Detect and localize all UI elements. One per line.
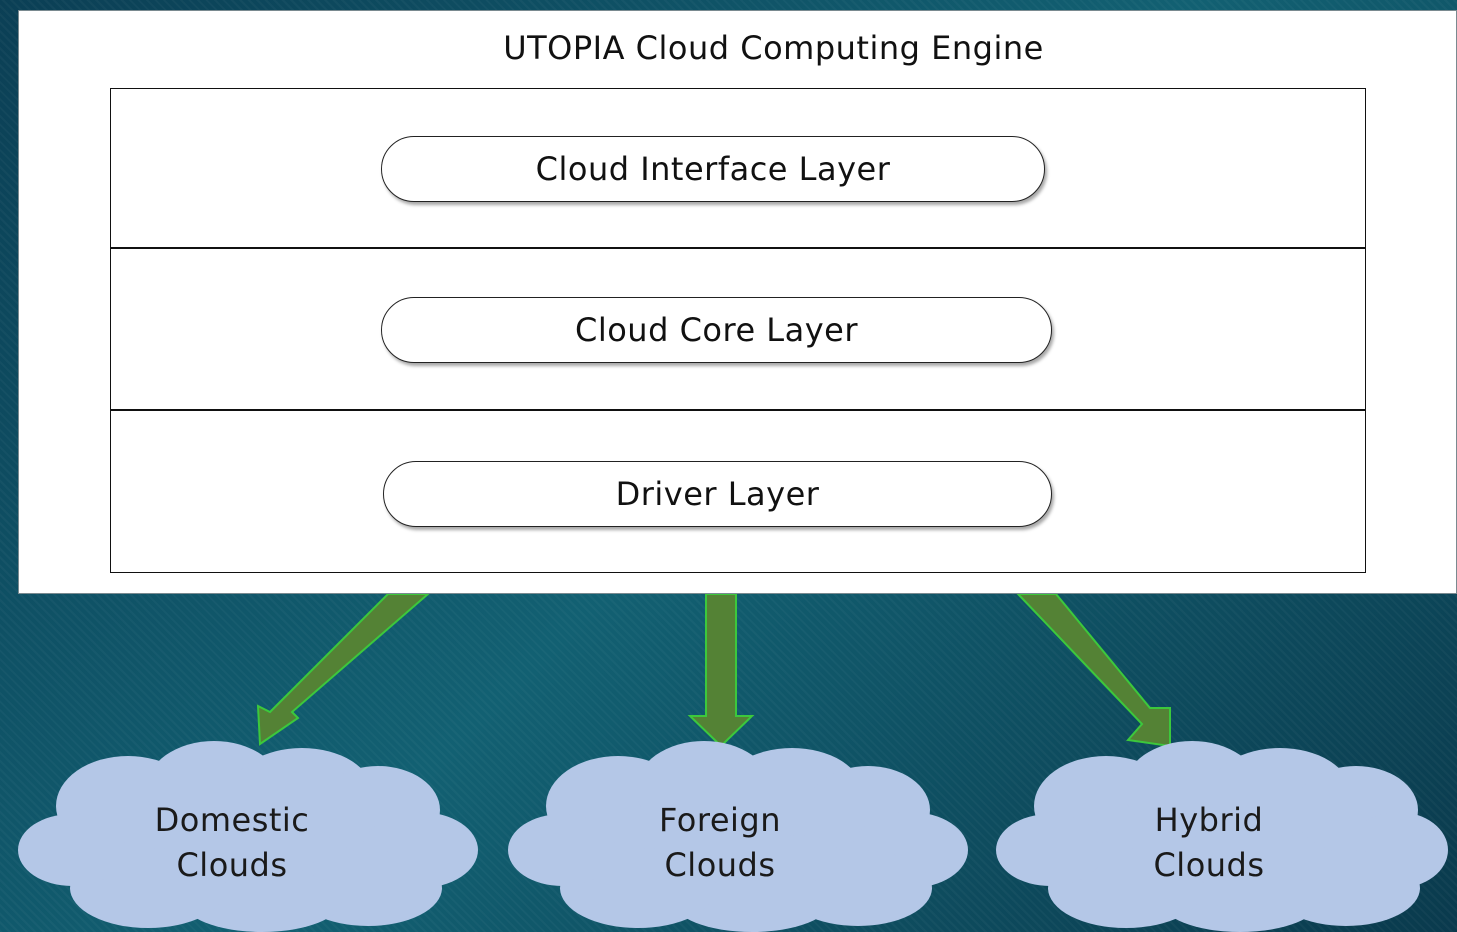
driver-layer: Driver Layer bbox=[383, 461, 1052, 527]
cloud-interface-layer: Cloud Interface Layer bbox=[381, 136, 1045, 202]
layer-row-driver: Driver Layer bbox=[111, 409, 1365, 572]
domestic-clouds-label: Domestic Clouds bbox=[112, 798, 352, 888]
foreign-clouds-label: Foreign Clouds bbox=[600, 798, 840, 888]
foreign-clouds-line2: Clouds bbox=[664, 846, 776, 884]
domestic-clouds-line1: Domestic bbox=[154, 801, 310, 839]
foreign-clouds-line1: Foreign bbox=[659, 801, 781, 839]
layer-row-core: Cloud Core Layer bbox=[111, 247, 1365, 409]
hybrid-clouds-line1: Hybrid bbox=[1154, 801, 1264, 839]
layer-row-interface: Cloud Interface Layer bbox=[111, 89, 1365, 247]
arrow-to-foreign-clouds bbox=[687, 593, 755, 748]
layer-stack: Cloud Interface Layer Cloud Core Layer D… bbox=[110, 88, 1366, 573]
hybrid-clouds-label: Hybrid Clouds bbox=[1089, 798, 1329, 888]
utopia-engine-panel: UTOPIA Cloud Computing Engine Cloud Inte… bbox=[18, 10, 1457, 594]
cloud-core-layer: Cloud Core Layer bbox=[381, 297, 1052, 363]
arrow-to-domestic-clouds bbox=[256, 593, 431, 746]
hybrid-clouds-line2: Clouds bbox=[1153, 846, 1265, 884]
domestic-clouds-line2: Clouds bbox=[176, 846, 288, 884]
arrow-to-hybrid-clouds bbox=[1015, 593, 1171, 748]
engine-title: UTOPIA Cloud Computing Engine bbox=[503, 29, 1044, 67]
